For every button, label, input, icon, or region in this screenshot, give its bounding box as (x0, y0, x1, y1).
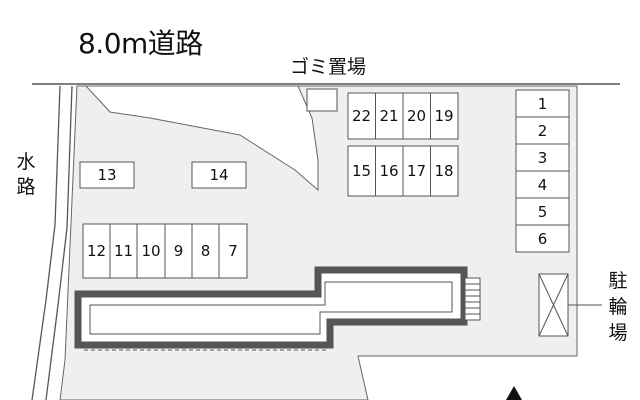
parking-stall-number: 1 (537, 94, 548, 113)
parking-stall-number: 9 (173, 242, 184, 260)
parking-stall-number: 12 (86, 242, 107, 260)
building-outline (74, 266, 468, 349)
waterway-label: 水路 (16, 151, 36, 198)
waterway-channel-bank (45, 85, 73, 400)
parking-stall-number: 19 (434, 107, 454, 125)
garbage-area-label: ゴミ置場 (290, 56, 367, 78)
parking-stall-number: 22 (351, 107, 372, 125)
parking-stall-number: 5 (537, 202, 548, 221)
building-inner-line (89, 281, 453, 335)
bike-parking-label: 駐輪場 (608, 270, 628, 344)
parking-stall-number: 16 (379, 162, 399, 180)
parking-stall-number: 15 (351, 162, 372, 180)
parking-stall-number: 2 (537, 121, 548, 140)
waterway-channel (31, 85, 61, 400)
parking-stall-number: 10 (141, 242, 161, 260)
parking-stall-number: 7 (228, 242, 238, 260)
parking-stall-number: 8 (200, 242, 211, 260)
parking-stall-number: 21 (379, 107, 399, 125)
parking-stall-number: 3 (537, 148, 548, 167)
parking-stall-number: 17 (406, 162, 427, 180)
parking-stall-number: 18 (434, 162, 454, 180)
road-label: 8.0m道路 (78, 27, 203, 60)
bike-parking-cross (538, 273, 569, 337)
parking-stall-number: 13 (97, 166, 117, 184)
parking-stall-single-left (79, 161, 135, 189)
parking-stall-number: 11 (113, 242, 134, 260)
parking-stall-number: 6 (537, 229, 548, 248)
parking-stall-single-center (191, 161, 247, 189)
parking-stall-number: 4 (537, 175, 548, 194)
garbage-area (306, 88, 338, 112)
parking-stall-number: 20 (406, 107, 427, 125)
partial-arrow (506, 386, 522, 400)
staircase (464, 277, 481, 321)
open-area (84, 85, 319, 192)
parking-stall-number: 14 (209, 166, 229, 184)
